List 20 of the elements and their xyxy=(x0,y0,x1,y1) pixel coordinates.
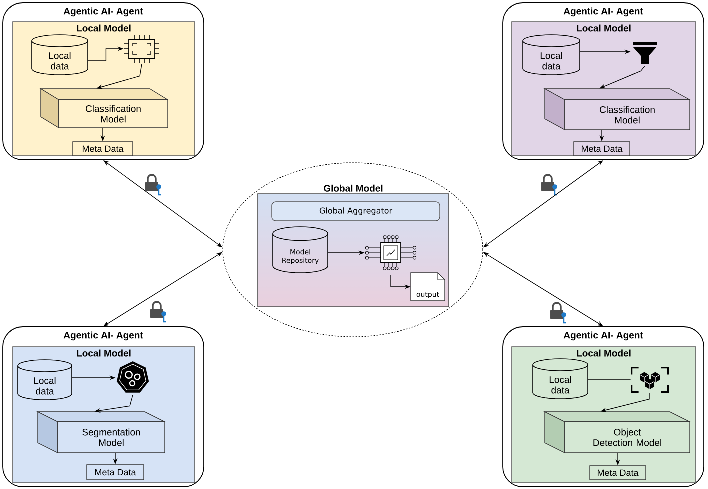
node-label: Local data xyxy=(49,52,71,70)
database-cylinder: Local data xyxy=(522,34,580,76)
node-label: Local data xyxy=(34,377,56,395)
metadata-box: Meta Data xyxy=(574,142,630,156)
circuit-chip-icon xyxy=(365,236,417,270)
node-label: Local data xyxy=(540,52,562,70)
chip-icon xyxy=(124,34,160,64)
database-cylinder: Local data xyxy=(18,360,72,400)
database-cylinder: Local data xyxy=(532,358,588,400)
metadata-box: Meta Data xyxy=(72,142,134,156)
metadata-box: Meta Data xyxy=(86,464,144,480)
ellipse-outline xyxy=(222,162,484,338)
node-label: Local data xyxy=(550,376,572,394)
gear-badge-icon xyxy=(116,362,150,393)
cubes-frame-icon xyxy=(631,367,669,393)
database-cylinder: Local data xyxy=(32,34,88,76)
funnel-icon xyxy=(633,42,658,64)
node-label: Global Model xyxy=(324,184,383,192)
aggregator-box: Global Aggregator xyxy=(272,202,440,222)
metadata-box: Meta Data xyxy=(590,466,646,480)
